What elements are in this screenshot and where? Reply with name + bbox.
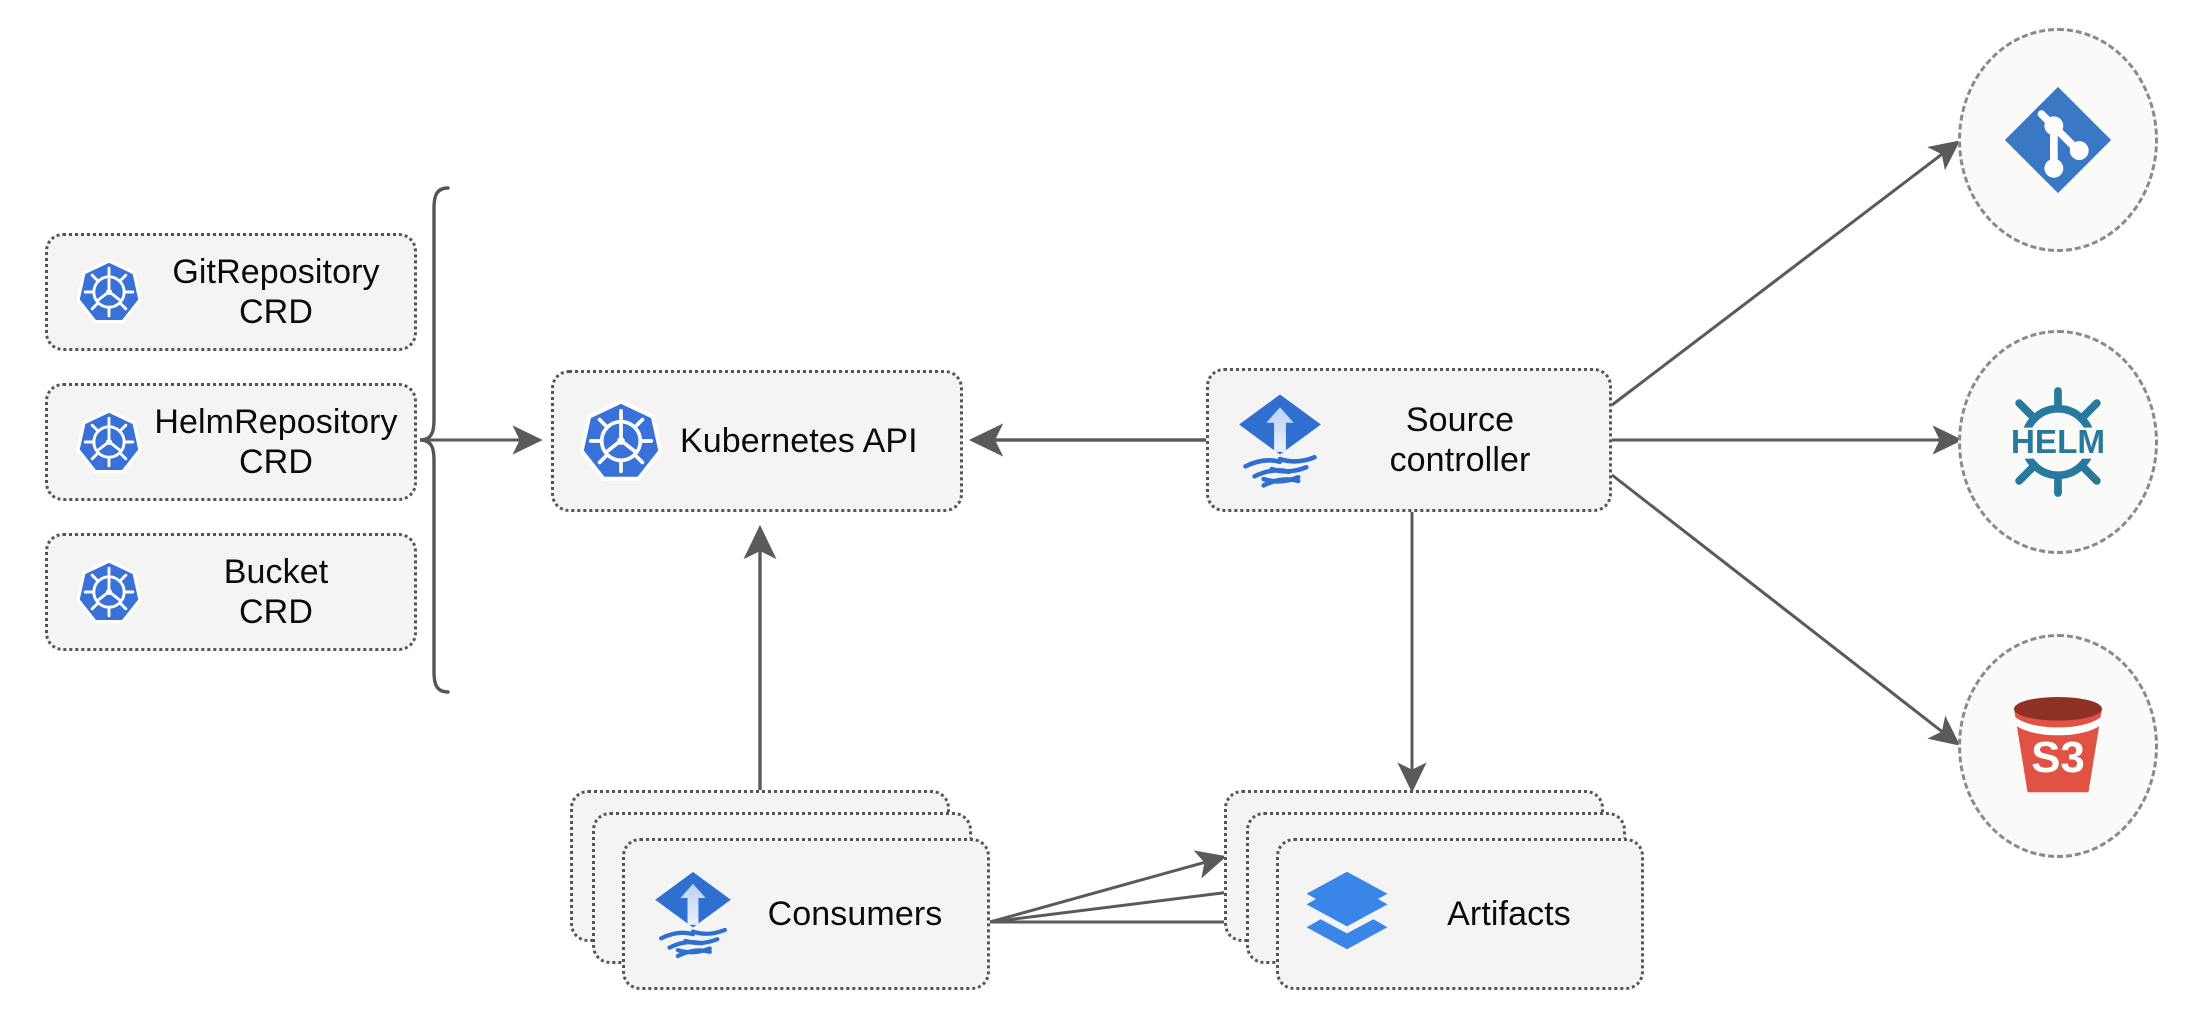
layers-icon [1287, 869, 1407, 959]
backend-circle-git[interactable] [1958, 28, 2158, 252]
kubernetes-icon [66, 409, 152, 475]
crd-label: Bucket CRD [223, 552, 329, 631]
node-label: Source controller [1389, 400, 1531, 479]
node-label: Kubernetes API [680, 421, 918, 460]
kubernetes-icon [562, 399, 680, 483]
kubernetes-icon [66, 259, 152, 325]
s3-label: S3 [2031, 733, 2085, 782]
node-label: Artifacts [1447, 894, 1571, 933]
git-icon [1999, 81, 2117, 199]
node-artifacts[interactable]: Artifacts [1276, 838, 1644, 990]
helm-icon: HELM [1997, 381, 2119, 503]
flux-icon [633, 866, 753, 962]
backend-circle-helm[interactable]: HELM [1958, 330, 2158, 554]
node-kubernetes-api[interactable]: Kubernetes API [551, 370, 963, 512]
node-label: Consumers [767, 894, 943, 933]
helm-label: HELM [2011, 424, 2105, 461]
crd-card-gitrepository[interactable]: GitRepository CRD [45, 233, 417, 351]
crd-card-helmrepository[interactable]: HelmRepository CRD [45, 383, 417, 501]
edge-source-controller-to-s3 [1611, 473, 1961, 746]
flux-icon [1217, 390, 1343, 490]
edge-source-controller-to-git [1611, 140, 1961, 407]
node-consumers[interactable]: Consumers [622, 838, 990, 990]
edge-consumers-to-artifacts-1 [989, 850, 1227, 924]
crd-label: HelmRepository CRD [154, 402, 398, 481]
crd-label: GitRepository CRD [172, 252, 380, 331]
node-source-controller[interactable]: Source controller [1206, 368, 1612, 512]
kubernetes-icon [66, 559, 152, 625]
s3-bucket-icon: S3 [1996, 684, 2120, 808]
edge-consumers-to-artifacts-2 [989, 877, 1257, 924]
crd-card-bucket[interactable]: Bucket CRD [45, 533, 417, 651]
backend-circle-s3[interactable]: S3 [1958, 634, 2158, 858]
crd-group-brace [419, 186, 450, 694]
